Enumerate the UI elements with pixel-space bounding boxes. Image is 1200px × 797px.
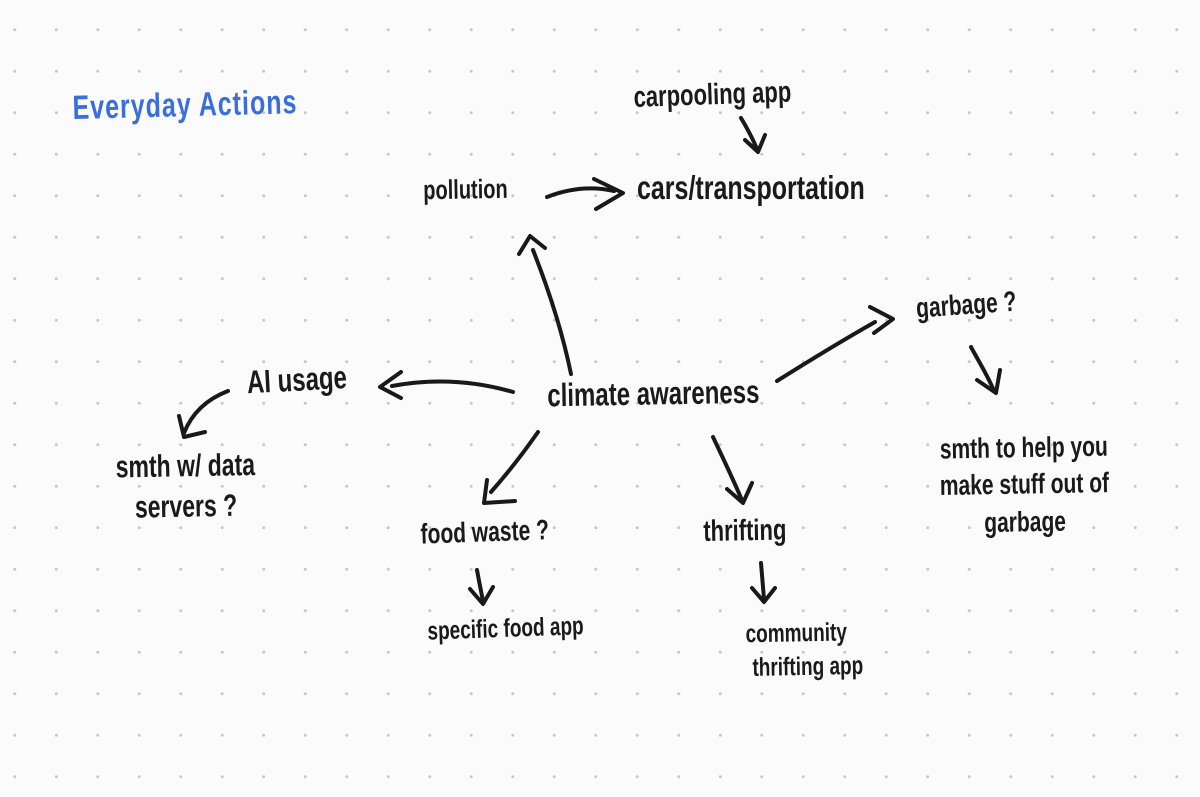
node-ai-usage: AI usage	[246, 359, 348, 402]
node-pollution: pollution	[423, 174, 508, 207]
node-carpooling-app: carpooling app	[633, 74, 792, 114]
node-community-thrifting-line1: community	[745, 618, 848, 650]
node-cars-transportation: cars/transportation	[637, 169, 865, 208]
node-specific-food-app: specific food app	[427, 612, 585, 647]
arrow-climate-to-ai-usage	[378, 370, 515, 400]
arrow-thrifting-to-community-app	[750, 561, 777, 604]
arrow-pollution-to-cars	[545, 177, 625, 211]
arrow-climate-to-thrifting	[711, 435, 754, 505]
node-garbage-idea-line1: smth to help you	[939, 431, 1109, 466]
arrow-climate-to-pollution	[517, 234, 573, 376]
node-climate-awareness: climate awareness	[547, 374, 760, 415]
node-garbage-idea-line2: make stuff out of	[939, 468, 1110, 503]
node-data-servers-line2: servers ?	[134, 487, 238, 525]
arrow-carpooling-to-cars	[739, 116, 767, 154]
arrow-garbage-to-garbage-idea	[969, 345, 1002, 395]
node-garbage-idea-line3: garbage	[983, 505, 1067, 539]
node-food-waste: food waste ?	[420, 514, 550, 551]
arrow-climate-to-garbage	[775, 305, 895, 383]
node-community-thrifting-app: community thrifting app	[706, 617, 887, 687]
node-data-servers-line1: smth w/ data	[115, 446, 256, 485]
arrow-food-waste-to-food-app	[468, 568, 495, 606]
board-title: Everyday Actions	[72, 83, 298, 128]
node-data-servers: smth w/ data servers ?	[100, 445, 271, 529]
node-garbage-idea: smth to help you make stuff out of garba…	[916, 428, 1133, 542]
arrow-ai-usage-to-data-servers	[177, 389, 230, 439]
arrow-climate-to-food-waste	[482, 430, 540, 505]
node-thrifting: thrifting	[703, 512, 787, 548]
node-garbage: garbage ?	[915, 286, 1018, 325]
node-community-thrifting-line2: thrifting app	[752, 651, 864, 683]
